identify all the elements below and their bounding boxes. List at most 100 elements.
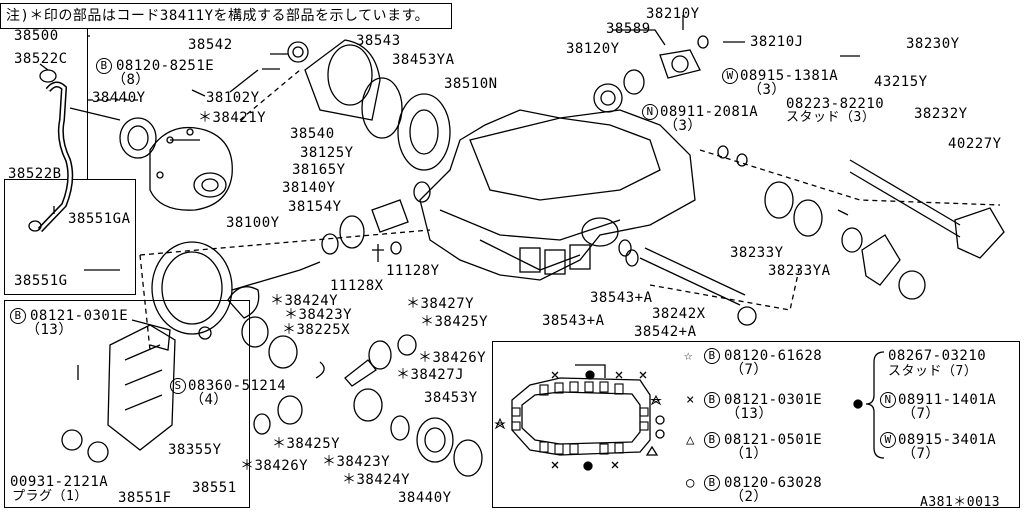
stud-3: スタッド（3）	[786, 110, 876, 125]
part-38424Y-b: ＊38424Y	[342, 472, 411, 488]
part-38542-top: 38542	[188, 37, 233, 53]
legend-circle-b-3: B	[704, 432, 720, 448]
legend-dot-qty-3: （7）	[902, 446, 940, 462]
part-38423Y-b: ＊38423Y	[322, 454, 391, 470]
note-frame	[0, 3, 452, 29]
part-38440Y-bot: 38440Y	[398, 490, 452, 506]
part-38426Y-b: ＊38426Y	[240, 458, 309, 474]
legend-symbol-circle: ○	[686, 475, 695, 491]
qty-3b: （3）	[664, 118, 702, 134]
part-38233Y: 38233Y	[730, 245, 784, 261]
part-38140Y: 38140Y	[282, 180, 336, 196]
legend-qty-2: （13）	[726, 406, 773, 422]
part-38522C: 38522C	[14, 51, 68, 67]
legend-code-3: 08121-0501E	[724, 432, 823, 448]
part-38233YA: 38233YA	[768, 263, 831, 279]
part-38230Y: 38230Y	[906, 36, 960, 52]
qty-3a: （3）	[748, 82, 786, 98]
legend-symbol-cross: ×	[686, 392, 695, 408]
part-38210J: 38210J	[750, 34, 804, 50]
legend-symbol-star: ☆	[684, 348, 693, 364]
part-38421Y: ＊38421Y	[198, 110, 267, 126]
part-38425Y-b: ＊38425Y	[272, 436, 341, 452]
part-08121-0301E: 08121-0301E	[30, 308, 129, 324]
part-38423Y-a: ＊38423Y	[284, 307, 353, 323]
part-38424Y-a: ＊38424Y	[270, 293, 339, 309]
part-11128X: 11128X	[330, 278, 384, 294]
part-08360-51214: 08360-51214	[188, 378, 287, 394]
legend-code-2: 08121-0301E	[724, 392, 823, 408]
part-38510N: 38510N	[444, 76, 498, 92]
qty-13: （13）	[26, 322, 73, 338]
drawing-number: A381＊0013	[920, 495, 1001, 510]
legend-dot-circle-n: N	[880, 392, 896, 408]
part-08915-1381A: 08915-1381A	[740, 68, 839, 84]
part-38154Y: 38154Y	[288, 199, 342, 215]
part-38589: 38589	[606, 21, 651, 37]
outer-frame	[87, 29, 90, 179]
qty-4: （4）	[190, 392, 228, 408]
legend-dot-circle-w: W	[880, 432, 896, 448]
part-40227Y: 40227Y	[948, 136, 1002, 152]
legend-qty-4: （2）	[730, 489, 768, 505]
part-38440Y-top: 38440Y	[92, 90, 146, 106]
legend-dot-code-3: 08915-3401A	[898, 432, 997, 448]
circle-b-1: B	[96, 58, 112, 74]
part-38551GA: 38551GA	[68, 211, 131, 227]
part-38453YA: 38453YA	[392, 52, 455, 68]
part-38120Y: 38120Y	[566, 41, 620, 57]
part-38210Y: 38210Y	[646, 6, 700, 22]
part-38542A: 38542+A	[634, 324, 697, 340]
part-08911-2081A: 08911-2081A	[660, 104, 759, 120]
part-38551: 38551	[192, 480, 237, 496]
note-text: 注)＊印の部品はコード38411Yを構成する部品を示しています。	[6, 8, 430, 24]
part-38543A-right: 38543+A	[590, 290, 653, 306]
legend-code-1: 08120-61628	[724, 348, 823, 364]
part-38102Y: 38102Y	[206, 90, 260, 106]
circle-s: S	[170, 378, 186, 394]
qty-8: （8）	[112, 72, 150, 88]
part-00931-2121A: 00931-2121A	[10, 474, 109, 490]
part-38500: 38500	[14, 28, 59, 44]
part-38165Y: 38165Y	[292, 162, 346, 178]
part-38426Y-a: ＊38426Y	[418, 350, 487, 366]
circle-b-2: B	[10, 308, 26, 324]
lower-left-frame	[4, 300, 250, 508]
part-38355Y: 38355Y	[168, 442, 222, 458]
part-11128Y: 11128Y	[386, 263, 440, 279]
part-38100Y: 38100Y	[226, 215, 280, 231]
part-38543-top: 38543	[356, 33, 401, 49]
legend-circle-b-1: B	[704, 348, 720, 364]
part-43215Y: 43215Y	[874, 74, 928, 90]
legend-dot-code-1: 08267-03210	[888, 348, 987, 364]
legend-code-4: 08120-63028	[724, 475, 823, 491]
part-38232Y: 38232Y	[914, 106, 968, 122]
legend-dot-qty-2: （7）	[902, 406, 940, 422]
part-38551F: 38551F	[118, 490, 172, 506]
legend-circle-b-4: B	[704, 475, 720, 491]
circle-n-1: N	[642, 104, 658, 120]
part-08120-8251E: 08120-8251E	[116, 58, 215, 74]
circle-w-1: W	[722, 68, 738, 84]
part-38242X: 38242X	[652, 306, 706, 322]
legend-qty-3: （1）	[730, 446, 768, 462]
part-38427J: ＊38427J	[396, 367, 465, 383]
part-38453Y: 38453Y	[424, 390, 478, 406]
part-08223-82210: 08223-82210	[786, 96, 885, 112]
part-38540: 38540	[290, 126, 335, 142]
legend-dot-sub-1: スタッド（7）	[888, 364, 978, 379]
part-38225X: ＊38225X	[282, 322, 351, 338]
legend-circle-b-2: B	[704, 392, 720, 408]
part-38427Y: ＊38427Y	[406, 296, 475, 312]
part-38522B: 38522B	[8, 166, 62, 182]
legend-symbol-triangle: △	[686, 432, 695, 448]
legend-qty-1: （7）	[730, 362, 768, 378]
part-38543A-left: 38543+A	[542, 313, 605, 329]
legend-frame	[492, 341, 1020, 508]
part-38551G: 38551G	[14, 273, 68, 289]
plug-1: プラグ（1）	[12, 489, 88, 504]
part-38425Y-a: ＊38425Y	[420, 314, 489, 330]
legend-dot-code-2: 08911-1401A	[898, 392, 997, 408]
